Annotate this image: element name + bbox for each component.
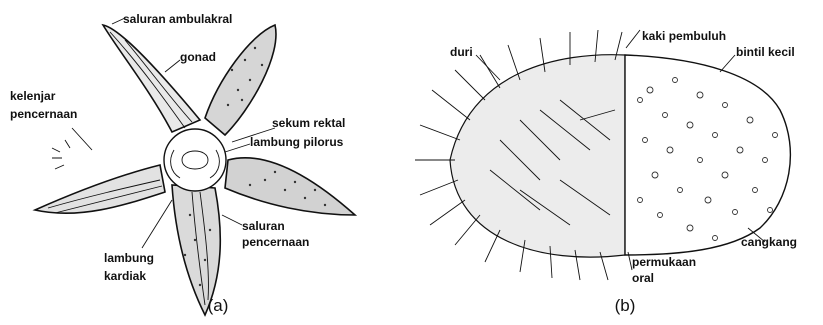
label-permukaan: permukaan <box>632 255 696 269</box>
label-kardiak: kardiak <box>104 269 146 283</box>
label-cangkang: cangkang <box>741 235 797 249</box>
central-disc <box>164 129 226 191</box>
urchin-spiny-half <box>450 55 625 257</box>
label-bintil-kecil: bintil kecil <box>736 45 795 59</box>
pointer-pilorus <box>225 144 250 152</box>
label-gonad: gonad <box>180 50 216 64</box>
caption-a: (a) <box>208 296 229 315</box>
sea-urchin-diagram: duri kaki pembuluh bintil kecil cangkang… <box>415 29 797 315</box>
label-kaki-pembuluh: kaki pembuluh <box>642 29 726 43</box>
starfish-arm-right <box>225 158 355 215</box>
label-sekum-rektal: sekum rektal <box>272 116 345 130</box>
pointer-saluran <box>222 215 242 225</box>
label-duri: duri <box>450 45 473 59</box>
pointer-duri <box>476 55 500 80</box>
urchin-test <box>625 55 790 255</box>
label-saluran-ambulakral: saluran ambulakral <box>123 12 232 26</box>
label-pencernaan-gland: pencernaan <box>10 107 77 121</box>
label-lambung-pilorus: lambung pilorus <box>250 135 344 149</box>
label-saluran: saluran <box>242 219 285 233</box>
label-oral: oral <box>632 271 654 285</box>
caption-b: (b) <box>615 296 636 315</box>
label-lambung: lambung <box>104 251 154 265</box>
pointer-bintil <box>720 55 735 72</box>
starfish-diagram: saluran ambulakral gonad kelenjar pencer… <box>10 12 355 315</box>
pointer-kaki-pembuluh <box>626 30 640 48</box>
pointer-gonad <box>165 60 180 72</box>
pointer-lambung <box>142 200 172 248</box>
pointer-kelenjar <box>72 128 92 150</box>
starfish-arm-top-right <box>205 25 276 135</box>
label-kelenjar: kelenjar <box>10 89 56 103</box>
label-pencernaan-canal: pencernaan <box>242 235 309 249</box>
